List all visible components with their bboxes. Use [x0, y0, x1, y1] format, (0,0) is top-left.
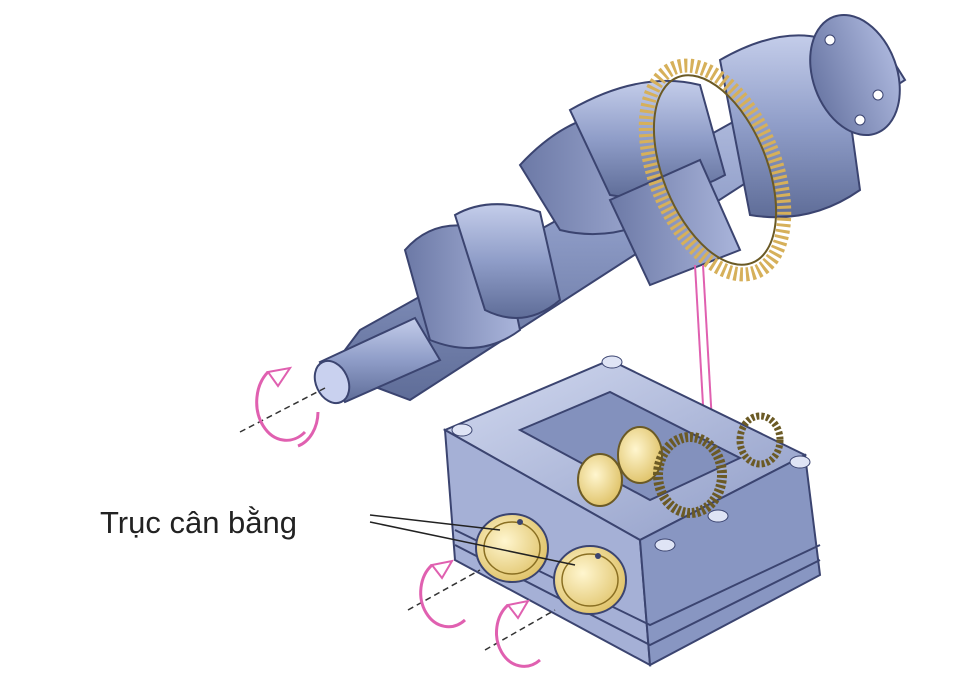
gear-icon	[638, 58, 792, 282]
rotation-arrow-icon	[407, 559, 481, 629]
balance-shaft-label: Trục cân bằng	[100, 505, 298, 540]
crankshaft-flange	[809, 13, 901, 137]
rotation-arrow-icon	[484, 599, 556, 668]
crank-webs	[403, 34, 862, 349]
crankshaft	[313, 13, 907, 405]
callout-leader-lines	[369, 514, 576, 566]
crankshaft-front-stub	[313, 316, 442, 405]
balance-shaft-right	[553, 545, 627, 615]
internal-gears	[577, 412, 784, 518]
balance-shaft-housing	[442, 355, 822, 667]
rotation-arrow-icon	[239, 366, 326, 448]
balance-shaft-left	[475, 513, 549, 583]
